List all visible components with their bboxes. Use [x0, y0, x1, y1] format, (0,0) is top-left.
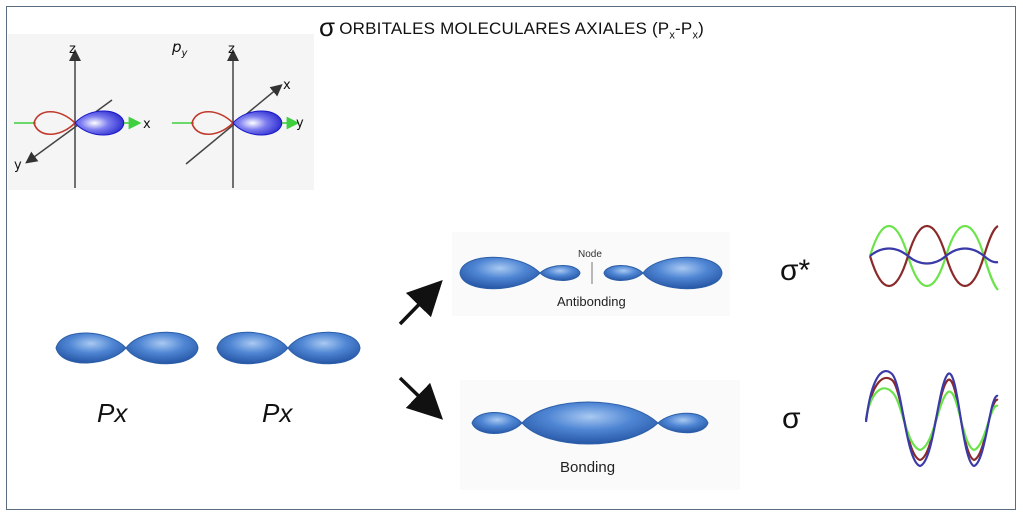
sigma-star-symbol: σ* [780, 254, 811, 287]
px-label-1: Px [97, 398, 128, 428]
py-label-main: p [172, 38, 182, 56]
inset-lobe-blue-right [232, 110, 283, 136]
axes-inset-left [14, 49, 142, 188]
sigma-symbol: σ [782, 402, 801, 435]
inset-lobe-red-left [33, 110, 77, 136]
px-label-2: Px [262, 398, 293, 428]
title-dash: -P [675, 19, 693, 38]
title-sigma: σ [318, 12, 336, 42]
py-label-sub: y [181, 48, 188, 59]
bonding-caption: Bonding [560, 459, 616, 476]
inset-lobe-red-right [191, 110, 235, 136]
axis-label-x-left: x [143, 117, 151, 132]
axis-label-z-right: z [228, 42, 235, 57]
axis-label-x-right: x [283, 78, 291, 93]
arrow-to-bonding [398, 376, 444, 420]
atomic-orbital-1 [55, 331, 199, 365]
arrow-to-antibonding [398, 279, 443, 326]
node-label: Node [578, 249, 602, 260]
bonding-orbital [471, 401, 709, 445]
title-sub-1: x [669, 29, 676, 42]
antibonding-orbital [459, 256, 723, 290]
axis-label-z-left: z [69, 42, 76, 57]
orbital-label-py: py [172, 38, 187, 59]
axis-label-y-right: y [296, 116, 304, 131]
axes-inset-right [172, 49, 300, 188]
wave-bonding [864, 369, 1000, 468]
atomic-orbital-2 [216, 331, 361, 365]
title-close: ) [698, 19, 705, 38]
wave-antibonding [868, 224, 999, 291]
title-sub-2: x [692, 29, 699, 42]
axis-label-y-left: y [14, 158, 22, 173]
inset-lobe-blue-left [74, 110, 125, 136]
title-text: ORBITALES MOLECULARES AXIALES (P [339, 19, 670, 38]
antibonding-caption: Antibonding [557, 294, 626, 309]
